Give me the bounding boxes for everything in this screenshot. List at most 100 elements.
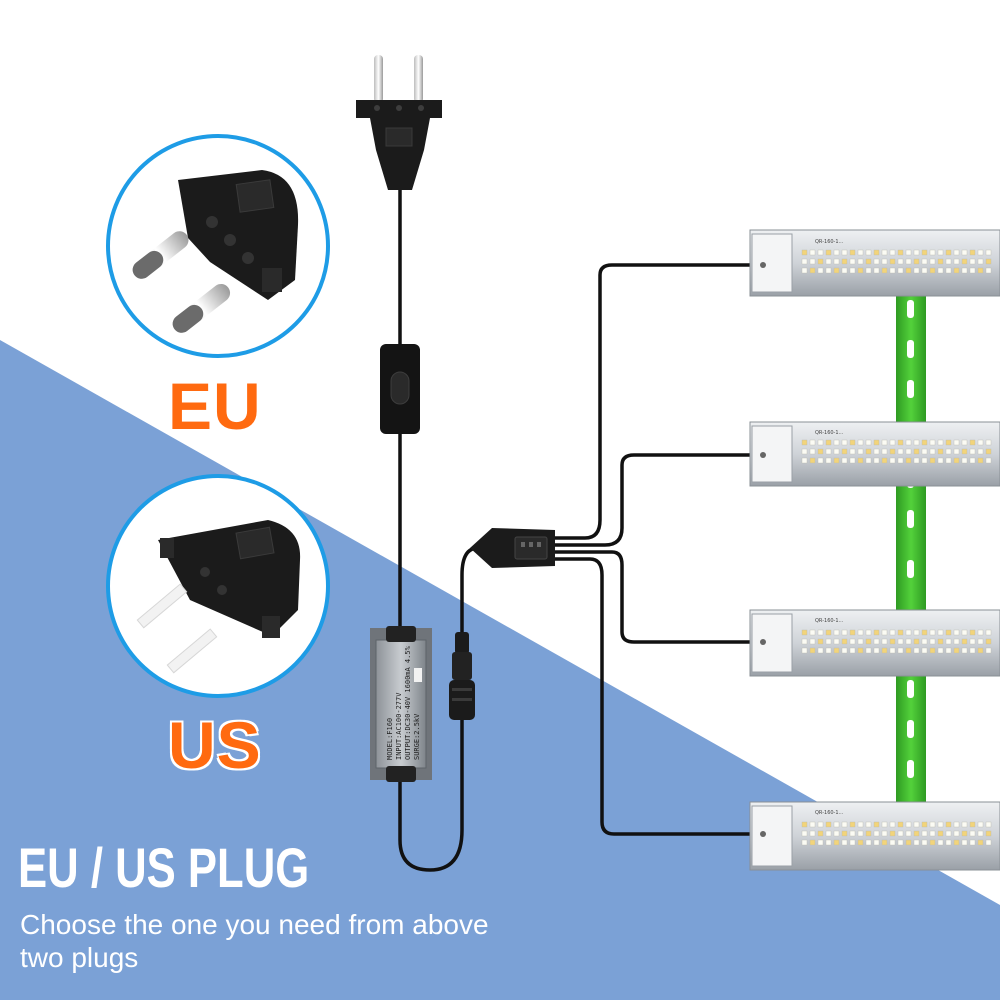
led-chip — [921, 821, 928, 828]
led-chip — [921, 267, 928, 274]
led-chip — [937, 821, 944, 828]
led-chip — [849, 439, 856, 446]
led-chip — [801, 629, 808, 636]
led-chip — [833, 448, 840, 455]
bar-label-1: QR-160-1... — [815, 239, 844, 245]
led-chip — [961, 830, 968, 837]
led-chip — [833, 638, 840, 645]
led-chip — [873, 267, 880, 274]
led-chip — [849, 647, 856, 654]
led-chip — [905, 638, 912, 645]
led-chip — [833, 258, 840, 265]
led-chip — [945, 821, 952, 828]
led-chip — [857, 638, 864, 645]
led-chip — [881, 638, 888, 645]
led-chip — [801, 457, 808, 464]
led-chip — [857, 448, 864, 455]
led-chip — [905, 448, 912, 455]
led-chip — [833, 457, 840, 464]
led-chip — [881, 267, 888, 274]
led-chip — [873, 439, 880, 446]
led-chip — [897, 629, 904, 636]
led-chip — [921, 439, 928, 446]
led-chip — [897, 439, 904, 446]
led-chips — [801, 821, 992, 846]
led-chip — [817, 638, 824, 645]
led-chip — [985, 249, 992, 256]
led-chip — [969, 457, 976, 464]
led-chip — [825, 821, 832, 828]
led-chip — [849, 457, 856, 464]
led-chip — [889, 830, 896, 837]
led-chip — [953, 821, 960, 828]
led-chip — [945, 638, 952, 645]
led-chip — [825, 830, 832, 837]
led-chip — [841, 821, 848, 828]
led-chip — [961, 839, 968, 846]
led-chip — [913, 821, 920, 828]
led-chip — [921, 258, 928, 265]
led-chip — [985, 629, 992, 636]
inline-switch-icon — [380, 344, 420, 434]
led-chip — [817, 457, 824, 464]
eu-plug-closeup — [106, 134, 330, 358]
led-chip — [881, 830, 888, 837]
led-chip — [849, 629, 856, 636]
driver-surge: SURGE:2.5kV — [413, 713, 421, 760]
led-chip — [897, 638, 904, 645]
led-chip — [809, 638, 816, 645]
led-chip — [961, 629, 968, 636]
led-chip — [953, 439, 960, 446]
led-chip — [817, 249, 824, 256]
led-chip — [937, 647, 944, 654]
led-chip — [953, 249, 960, 256]
led-chip — [865, 258, 872, 265]
led-chip — [833, 629, 840, 636]
led-chip — [985, 821, 992, 828]
led-chip — [905, 839, 912, 846]
led-chip — [833, 249, 840, 256]
led-chip — [873, 629, 880, 636]
led-chip — [977, 629, 984, 636]
led-chip — [809, 267, 816, 274]
led-chip — [897, 830, 904, 837]
led-chip — [937, 629, 944, 636]
led-chip — [849, 249, 856, 256]
led-chip — [849, 638, 856, 645]
led-chip — [929, 638, 936, 645]
led-chip — [929, 457, 936, 464]
led-chip — [969, 839, 976, 846]
led-chip — [913, 457, 920, 464]
led-chip — [833, 439, 840, 446]
led-chip — [841, 258, 848, 265]
led-chip — [865, 439, 872, 446]
led-chip — [977, 258, 984, 265]
led-chip — [817, 839, 824, 846]
led-chip — [953, 830, 960, 837]
led-chip — [945, 839, 952, 846]
led-chip — [945, 439, 952, 446]
led-chip — [921, 839, 928, 846]
led-chip — [977, 267, 984, 274]
subtext: Choose the one you need from above two p… — [20, 909, 489, 973]
led-chip — [977, 830, 984, 837]
led-chip — [929, 448, 936, 455]
led-chip — [913, 830, 920, 837]
led-chip — [825, 249, 832, 256]
led-chips — [801, 439, 992, 464]
led-chip — [809, 629, 816, 636]
led-chip — [873, 457, 880, 464]
led-chip — [889, 448, 896, 455]
led-chip — [905, 830, 912, 837]
led-chip — [809, 258, 816, 265]
led-chip — [945, 629, 952, 636]
led-chip — [889, 267, 896, 274]
led-chip — [977, 821, 984, 828]
led-chip — [953, 258, 960, 265]
led-chip — [897, 457, 904, 464]
led-chip — [977, 638, 984, 645]
driver-model: MODEL:F160 — [386, 718, 394, 760]
led-chip — [945, 267, 952, 274]
headline: EU / US PLUG — [18, 836, 310, 899]
